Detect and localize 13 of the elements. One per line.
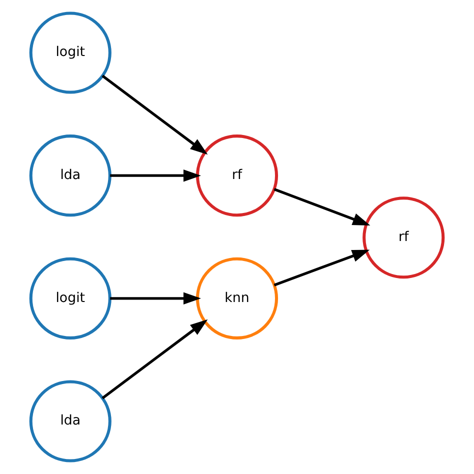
node-circle: rf [362,196,445,279]
arrow [102,74,208,155]
arrow [110,292,202,305]
arrow [102,319,208,400]
node-circle: knn [196,257,278,340]
node-circle: logit [29,12,112,94]
node-circle: lda [29,380,112,462]
arrow [274,250,370,286]
arrow [274,188,370,226]
node-circle: logit [29,257,112,340]
node-circle: lda [29,134,112,217]
arrow [110,169,202,182]
node-circle: rf [196,134,278,217]
